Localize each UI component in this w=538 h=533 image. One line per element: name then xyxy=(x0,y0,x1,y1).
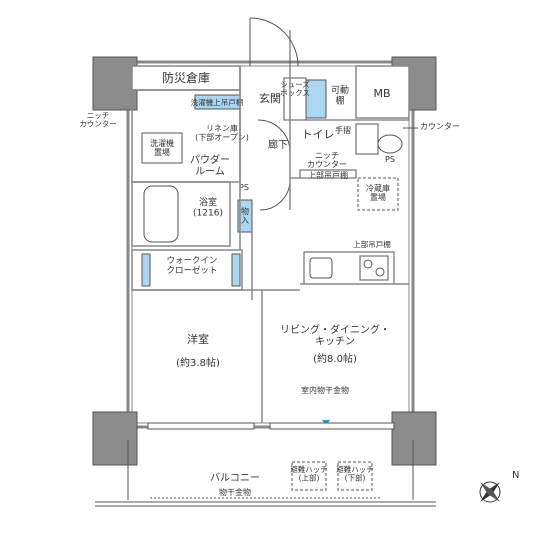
column-bottom-left xyxy=(92,411,138,466)
movable-shelf-label: 可動棚 xyxy=(331,85,349,106)
toilet-door xyxy=(257,119,291,211)
column-top-left xyxy=(92,56,138,111)
compass-north-label: N xyxy=(512,470,519,481)
toilet-label: トイレ xyxy=(302,128,335,141)
bath-label: 浴室(1216) xyxy=(193,196,223,218)
small-storage xyxy=(237,199,253,233)
washer-label: 洗濯機置場 xyxy=(150,138,174,157)
indoor-dry-label: 室内物干金物 xyxy=(301,385,349,395)
column-bottom-right xyxy=(391,411,437,466)
toilet-room xyxy=(290,119,409,179)
linen-label: リネン庫(下部オープン) xyxy=(195,123,249,142)
kitchen-counter xyxy=(303,251,395,285)
balcony-label: バルコニー xyxy=(210,472,260,484)
entrance-label: 玄関 xyxy=(259,91,281,105)
walkin-label: ウォークインクローゼット xyxy=(166,256,217,276)
columns xyxy=(92,56,437,466)
shoes-label: シューズボックス xyxy=(280,79,310,98)
fridge-space xyxy=(357,177,399,211)
upper-cabinet-kitchen-label: 上部吊戸棚 xyxy=(353,239,391,249)
handwash-label: 手摺 xyxy=(335,125,351,135)
hatch-right-label: 避難ハッチ(下部) xyxy=(336,464,374,483)
compass-icon xyxy=(479,481,501,503)
bathroom xyxy=(131,181,231,247)
ldk-size: (約8.0帖) xyxy=(313,352,357,365)
ps-right-label: PS xyxy=(385,155,395,164)
powder-label: パウダールーム xyxy=(190,153,230,178)
fridge-label: 冷蔵庫置場 xyxy=(366,183,390,202)
counter-right-label: カウンター xyxy=(420,122,460,131)
niche-counter-left-label: ニッチカウンター xyxy=(79,111,117,129)
corridor-label: 廊下 xyxy=(268,138,288,151)
movable-shelf xyxy=(305,79,327,119)
interior-walls xyxy=(132,66,409,423)
small-storage-label: 物入 xyxy=(241,206,249,225)
bedroom-size: (約3.8帖) xyxy=(176,356,220,369)
entrance-door xyxy=(249,17,299,67)
mb-box xyxy=(355,65,410,119)
mb-label: MB xyxy=(373,87,390,100)
ps-top-label: PS xyxy=(239,183,249,192)
ldk-label: リビング・ダイニング・キッチン xyxy=(280,323,390,348)
niche-counter-mid-label: ニッチカウンター xyxy=(307,151,347,169)
hatch-left-label: 避難ハッチ(上部) xyxy=(290,464,328,483)
bottom-windows xyxy=(147,422,395,430)
balcony xyxy=(95,440,436,507)
bedroom-label: 洋室 xyxy=(187,332,209,346)
laundry-shelf-label: 洗濯機上吊戸棚 xyxy=(191,97,244,107)
storage-label: 防災倉庫 xyxy=(162,70,210,85)
upper-cabinet-toilet-label: 上部吊戸棚 xyxy=(308,170,348,180)
dry-rack-label: 物干金物 xyxy=(219,487,251,497)
